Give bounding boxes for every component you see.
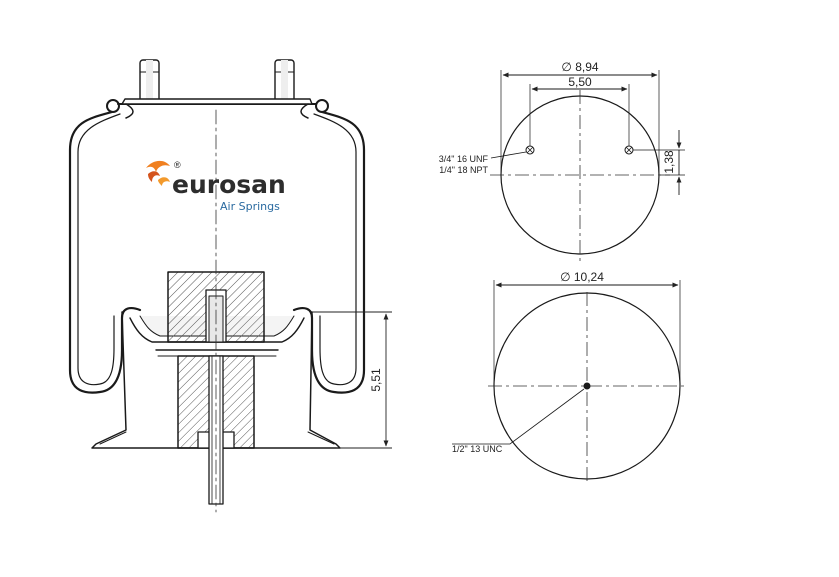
logo-registered-mark: ® (174, 160, 181, 170)
thread-leader-line (490, 151, 527, 159)
bottom-view (452, 280, 686, 484)
eurosan-logo: ® eurosan Air Springs (146, 160, 286, 213)
height-dimension (312, 311, 392, 449)
stud-offset-label: 1,38 (662, 150, 676, 174)
stud-hole-left (525, 145, 535, 155)
logo-flame-icon (146, 160, 170, 186)
logo-brand-name: eurosan (172, 170, 286, 199)
logo-tagline: Air Springs (220, 200, 280, 213)
rubber-bellow (68, 110, 366, 394)
thread-label-unf: 3/4" 16 UNF (439, 154, 489, 164)
thread-label-npt: 1/4" 18 NPT (439, 165, 488, 175)
height-dimension-label: 5,51 (369, 368, 383, 392)
center-thread-label: 1/2" 13 UNC (452, 444, 503, 454)
mounting-stud-right (274, 59, 295, 105)
stud-hole-right (624, 145, 634, 155)
mounting-stud-left (139, 59, 160, 105)
side-view (68, 59, 366, 513)
center-thread-leader (452, 388, 585, 445)
top-diameter-label: ∅ 8,94 (561, 60, 598, 74)
top-view (490, 70, 685, 262)
center-thread-hole (583, 382, 591, 390)
stud-spacing-label: 5,50 (568, 75, 592, 89)
top-bead-plate (106, 98, 329, 119)
bottom-diameter-label: ∅ 10,24 (560, 270, 604, 284)
